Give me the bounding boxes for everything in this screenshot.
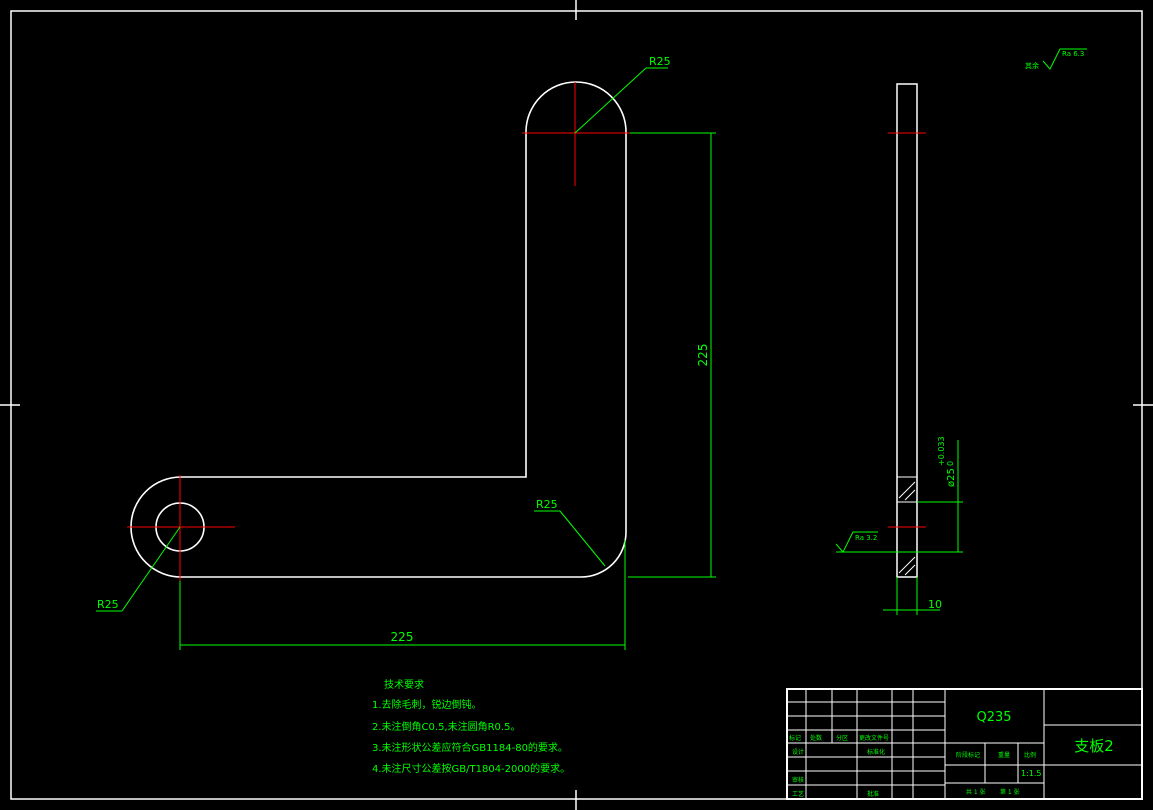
side-view-outline	[896, 83, 918, 578]
center-mark-top	[522, 82, 630, 186]
tb-label-change: 更改文件号	[859, 734, 889, 742]
dim-vertical-label: 225	[696, 344, 710, 367]
side-view-hole-lines	[897, 476, 917, 553]
leader-r-left	[96, 526, 181, 612]
radius-left-label: R25	[97, 598, 119, 611]
tech-req-item-2: 2.未注倒角C0.5,未注圆角R0.5。	[372, 720, 520, 733]
side-view-hatch	[898, 481, 916, 576]
part-name-label: 支板2	[1074, 737, 1114, 755]
side-view-centerlines	[888, 132, 926, 528]
surface-finish-hole-label: Ra 3.2	[855, 534, 877, 542]
tech-req-heading: 技术要求	[384, 678, 424, 691]
sheet-border	[10, 10, 1143, 800]
tb-sheet-count: 共 1 张	[966, 788, 986, 796]
tb-label-review: 审核	[792, 776, 804, 784]
hole-tol-lower: 0	[946, 461, 955, 466]
tb-sheet-no: 第 1 张	[1000, 788, 1020, 796]
tb-label-count: 处数	[810, 734, 822, 742]
thickness-label: 10	[928, 598, 942, 611]
tb-label-zone: 分区	[836, 734, 848, 742]
radius-top-label: R25	[649, 55, 671, 68]
dim-thickness	[883, 577, 940, 615]
tb-label-approve: 批准	[867, 790, 879, 798]
surface-finish-general	[1042, 48, 1087, 70]
tb-label-weight: 重量	[998, 751, 1010, 759]
surface-finish-general-label: Ra 6.3	[1062, 50, 1084, 58]
tb-label-standard: 标准化	[867, 748, 885, 756]
tb-label-design: 设计	[792, 748, 804, 756]
center-mark-hole	[127, 475, 235, 581]
title-block	[786, 688, 1143, 800]
tb-label-process: 工艺	[792, 790, 804, 798]
leader-r-top	[574, 67, 668, 134]
hole-tol-upper: +0.033	[937, 436, 946, 466]
tb-scale-value: 1:1.5	[1021, 769, 1042, 778]
tech-req-item-4: 4.未注尺寸公差按GB/T1804-2000的要求。	[372, 762, 570, 775]
tech-req-item-1: 1.去除毛刺，锐边倒钝。	[372, 698, 482, 711]
tb-label-mark: 标记	[789, 734, 801, 742]
hole-diameter-label: ø25	[946, 468, 957, 487]
tech-req-item-3: 3.未注形状公差应符合GB1184-80的要求。	[372, 741, 568, 754]
tb-label-scale: 比例	[1024, 751, 1036, 759]
radius-corner-label: R25	[536, 498, 558, 511]
plate-outline	[130, 81, 627, 578]
dim-horizontal	[179, 540, 626, 650]
dim-hole-diameter	[917, 440, 963, 553]
surface-finish-hole	[835, 531, 917, 553]
dim-vertical	[628, 132, 716, 578]
leader-r-corner	[534, 510, 606, 567]
dim-horizontal-label: 225	[391, 630, 414, 644]
tb-label-stage: 阶段标记	[956, 751, 980, 759]
material-label: Q235	[976, 710, 1011, 725]
surface-finish-general-prefix: 其余	[1025, 61, 1039, 70]
